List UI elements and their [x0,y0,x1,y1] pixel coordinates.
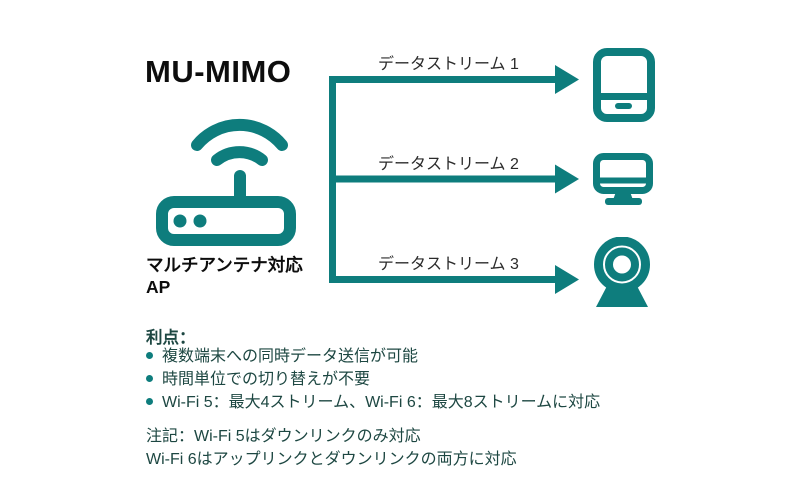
stream-arrows [329,65,579,294]
tablet-icon [593,48,655,122]
stream-2-arrowhead [555,164,579,194]
benefits-list: 複数端末への同時データ送信が可能 時間単位での切り替えが不要 Wi-Fi 5：最… [146,349,600,418]
stream-label-1: データストリーム 1 [378,56,519,73]
benefits-heading: 利点： [146,329,196,347]
page-title: MU-MIMO [145,54,292,89]
bullet-dot [146,352,153,359]
stream-label-2: データストリーム 2 [378,156,519,173]
stream-3-arrowhead [555,265,579,294]
benefit-item: 複数端末への同時データ送信が可能 [146,349,600,365]
bullet-dot [146,398,153,405]
stream-2-line [329,175,555,183]
stream-label-3: データストリーム 3 [378,256,519,273]
webcam-icon [594,237,650,307]
wifi-router-icon [156,118,296,246]
benefit-text: Wi-Fi 5：最大4ストリーム、Wi-Fi 6：最大8ストリームに対応 [162,394,601,411]
note-line-2: Wi-Fi 6はアップリンクとダウンリンクの両方に対応 [146,450,517,468]
notes-section: 注記：Wi-Fi 5はダウンリンクのみ対応 Wi-Fi 6はアップリンクとダウン… [146,426,517,471]
benefit-text: 複数端末への同時データ送信が可能 [162,348,419,365]
stream-1-arrowhead [555,65,579,94]
stream-1-line [329,76,555,83]
ap-label: マルチアンテナ対応 AP [146,254,303,298]
benefit-item: 時間単位での切り替えが不要 [146,372,600,388]
benefit-item: Wi-Fi 5：最大4ストリーム、Wi-Fi 6：最大8ストリームに対応 [146,395,600,411]
bullet-dot [146,375,153,382]
stream-3-line [329,276,555,283]
ap-label-line1: マルチアンテナ対応 [146,255,303,275]
monitor-icon [593,153,653,205]
ap-label-line2: AP [146,277,171,297]
note-line-1: 注記：Wi-Fi 5はダウンリンクのみ対応 [146,428,421,445]
benefit-text: 時間単位での切り替えが不要 [162,371,371,388]
